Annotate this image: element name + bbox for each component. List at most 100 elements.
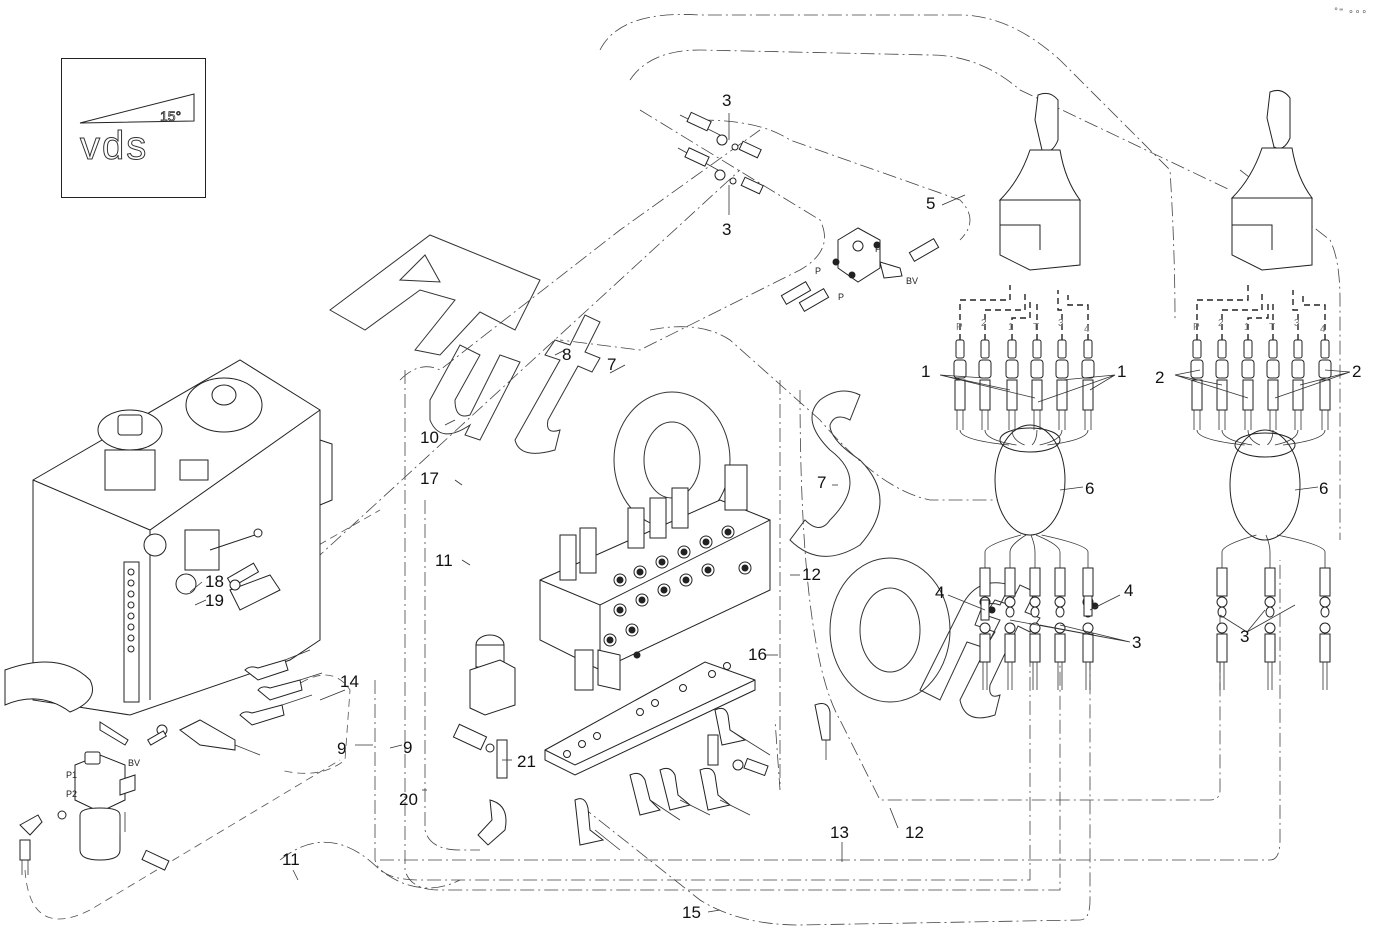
logo-angle-badge: 15° bbox=[160, 108, 181, 124]
port-label-p1: P bbox=[815, 266, 821, 276]
hose-bundle-right bbox=[1229, 429, 1301, 541]
joystick-hose-fitting bbox=[1274, 339, 1305, 446]
bundle-lower-fittings bbox=[979, 534, 1331, 690]
watermark-letter-o1-inner bbox=[643, 421, 701, 499]
valve-ports bbox=[603, 525, 752, 647]
callout-labels: 3 3 5 8 7 7 10 17 11 12 18 19 14 9 9 21 … bbox=[205, 91, 1361, 922]
valve-bank-body bbox=[539, 499, 771, 671]
vds-logo-graphic: 15° vds bbox=[80, 93, 195, 169]
joystick-right bbox=[1229, 90, 1313, 541]
callout-2-left: 2 bbox=[1155, 368, 1164, 387]
watermark-letter-t bbox=[514, 314, 601, 454]
callout-21: 21 bbox=[517, 752, 536, 771]
callout-11-lower: 11 bbox=[282, 850, 300, 869]
terminal-holes bbox=[127, 568, 135, 653]
hose-route-3 bbox=[559, 109, 825, 351]
tank-body bbox=[32, 359, 321, 716]
hydraulic-tank bbox=[4, 359, 333, 746]
hose-route-11b bbox=[24, 759, 341, 920]
shutoff-valve bbox=[184, 529, 220, 571]
watermark-letter-f bbox=[919, 582, 1011, 701]
watermark-letter-o2-inner bbox=[859, 587, 921, 673]
hose-route-14 bbox=[279, 674, 351, 774]
callout-3-right-b: 3 bbox=[1240, 627, 1249, 646]
callout-2-right: 2 bbox=[1352, 362, 1361, 381]
watermark-letter-a bbox=[329, 234, 541, 356]
callout-3-bottom: 3 bbox=[722, 220, 731, 239]
callout-8: 8 bbox=[562, 345, 571, 364]
right-port-1: 1 bbox=[1244, 322, 1250, 333]
callout-3-right-a: 3 bbox=[1132, 633, 1141, 652]
callout-12-upper: 12 bbox=[802, 565, 821, 584]
joystick-hose-fitting bbox=[1190, 339, 1245, 446]
callout-6-right: 6 bbox=[1319, 479, 1328, 498]
joystick-port-labels-left: P 2 1 T 3 4 bbox=[956, 318, 1090, 335]
sight-glass bbox=[143, 533, 167, 557]
tee-fitting-4 bbox=[1083, 595, 1099, 617]
callout-7-right: 7 bbox=[817, 473, 826, 492]
watermark-letter-o2 bbox=[829, 557, 951, 703]
callout-5: 5 bbox=[926, 194, 935, 213]
joystick-hose-fitting bbox=[953, 339, 1010, 446]
lower-port-p1: P1 bbox=[66, 770, 77, 780]
joystick-hose-fitting bbox=[1005, 339, 1025, 446]
corner-menu-icon[interactable]: °⁼ ∘∘∘ bbox=[1334, 6, 1368, 16]
accumulator bbox=[79, 807, 121, 861]
logo-brand-text: vds bbox=[80, 124, 148, 168]
left-port-1: 1 bbox=[1008, 322, 1014, 333]
bundle-hose-fitting bbox=[1029, 534, 1041, 690]
solenoid-valve bbox=[452, 634, 516, 846]
hose-route-joy bbox=[1239, 169, 1341, 540]
routing-lines bbox=[24, 14, 1341, 926]
bundle-hose-fitting bbox=[1004, 534, 1027, 690]
hose-route-12 bbox=[799, 389, 1221, 801]
left-port-p: P bbox=[956, 322, 963, 333]
callout-13: 13 bbox=[830, 823, 849, 842]
callout-7-upper: 7 bbox=[607, 355, 616, 374]
left-port-4: 4 bbox=[1084, 324, 1090, 335]
joystick-port-labels-right: P 2 1 T 3 4 bbox=[1193, 318, 1326, 335]
left-fittings bbox=[19, 562, 323, 875]
callout-14: 14 bbox=[340, 672, 359, 691]
tank-suction-pipe bbox=[4, 661, 93, 713]
bundle-hose-fitting bbox=[1035, 534, 1066, 690]
bundle-hose-fitting bbox=[1264, 534, 1276, 690]
hose-route-20 bbox=[424, 500, 480, 851]
port-label-p3: P bbox=[875, 244, 881, 254]
tank-foot bbox=[99, 721, 129, 746]
tee-fitting-21 bbox=[496, 739, 508, 779]
port-label-p2: P bbox=[838, 292, 844, 302]
joystick-right-handle bbox=[1266, 90, 1291, 149]
callout-19: 19 bbox=[205, 591, 224, 610]
callout-4-right: 4 bbox=[1124, 581, 1133, 600]
joystick-right-ports bbox=[1196, 285, 1326, 340]
joystick-left-handle bbox=[1034, 92, 1059, 152]
vds-logo: 15° vds bbox=[61, 58, 206, 198]
callout-15: 15 bbox=[682, 903, 701, 922]
valve-port-labels: P P P BV BV P1 P2 bbox=[66, 244, 918, 799]
callout-11-upper: 11 bbox=[435, 551, 453, 570]
leader-lines bbox=[189, 113, 1351, 913]
callout-6-left: 6 bbox=[1085, 479, 1094, 498]
joystick-fittings bbox=[953, 339, 1332, 446]
right-port-t: T bbox=[1269, 322, 1275, 333]
callout-17: 17 bbox=[420, 469, 439, 488]
hose-route-16 bbox=[774, 380, 781, 791]
callout-18: 18 bbox=[205, 572, 224, 591]
pilot-block-body bbox=[837, 227, 881, 283]
joystick-hose-fitting bbox=[1047, 339, 1095, 446]
port-label-bv: BV bbox=[906, 276, 918, 286]
hose-route-13 bbox=[380, 560, 1281, 861]
callout-3-top: 3 bbox=[722, 91, 731, 110]
callout-1-right: 1 bbox=[1117, 362, 1126, 381]
hose-route-15 bbox=[579, 650, 1091, 926]
callout-10: 10 bbox=[420, 428, 439, 447]
callout-16: 16 bbox=[748, 645, 767, 664]
callout-1-left: 1 bbox=[921, 362, 930, 381]
pilot-valve-block bbox=[832, 227, 903, 283]
right-port-3: 3 bbox=[1294, 318, 1300, 329]
hose-route-outer bbox=[629, 49, 1231, 191]
mounting-plate bbox=[544, 661, 756, 776]
joystick-left-boot bbox=[998, 149, 1081, 201]
